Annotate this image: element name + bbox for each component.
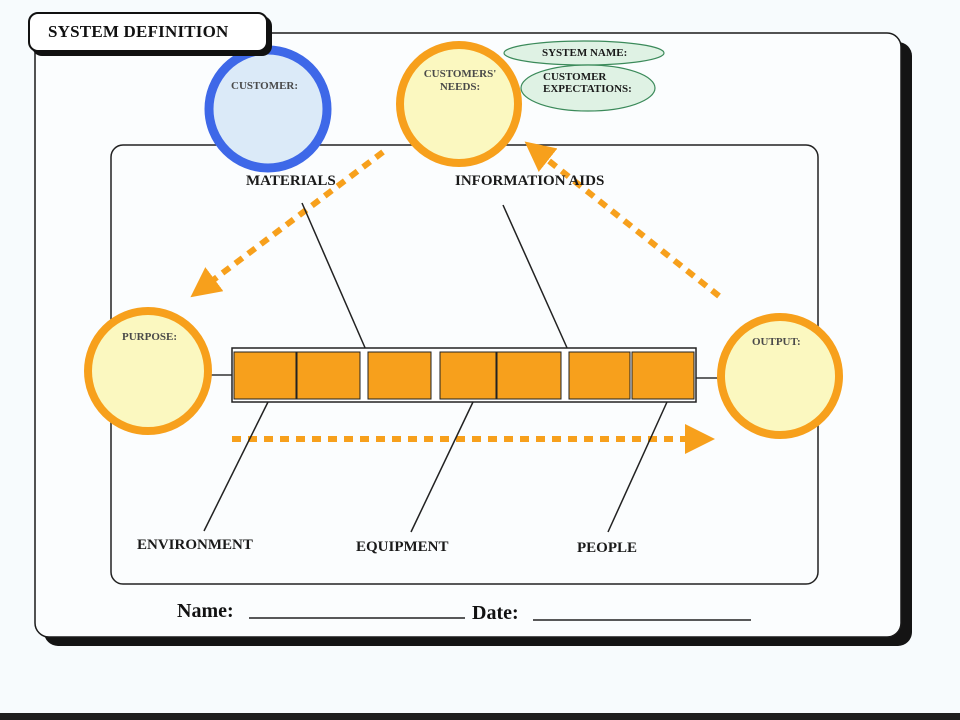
bone-people [607,401,668,533]
customer-expectations-oval [520,64,656,112]
customers-needs-circle [396,41,522,167]
output-circle [717,313,843,439]
process-step-3 [367,351,432,400]
customer-label: CUSTOMER: [231,80,299,92]
name-field-label: Name: [177,600,234,622]
people-label: PEOPLE [577,540,638,556]
process-step-4 [439,351,497,400]
customers-needs-label-line2: NEEDS: [439,81,481,93]
bone-equipment [410,401,474,533]
process-step-7 [631,351,695,400]
information-aids-label: INFORMATION AIDS [455,173,605,189]
bone-materials [301,202,367,351]
materials-label: MATERIALS [246,173,336,189]
purpose-circle [84,307,212,435]
bone-information-aids [502,204,569,351]
outer-card [34,32,902,638]
arrow-needs-to-purpose [190,149,385,298]
date-field-label: Date: [472,602,519,624]
customers-needs-label: CUSTOMERS' NEEDS: [404,68,516,94]
system-name-label: SYSTEM NAME: [542,47,628,59]
customer-expectations-line1: CUSTOMER [543,71,607,83]
process-step-1 [233,351,297,400]
customer-expectations-line2: EXPECTATIONS: [543,83,632,95]
title-tab: SYSTEM DEFINITION [28,12,268,52]
customers-needs-label-line1: CUSTOMERS' [423,68,497,80]
process-step-5 [496,351,562,400]
purpose-label: PURPOSE: [122,331,177,343]
process-step-6 [568,351,631,400]
equipment-label: EQUIPMENT [356,539,449,555]
output-label: OUTPUT: [752,336,801,348]
process-step-2 [296,351,361,400]
customer-circle [204,45,332,173]
page-title: SYSTEM DEFINITION [48,22,229,41]
environment-label: ENVIRONMENT [137,537,253,553]
arrow-output-to-needs [524,141,721,299]
bottom-bar [0,713,960,720]
bone-environment [203,401,269,532]
customer-expectations-label: CUSTOMER EXPECTATIONS: [543,71,632,95]
